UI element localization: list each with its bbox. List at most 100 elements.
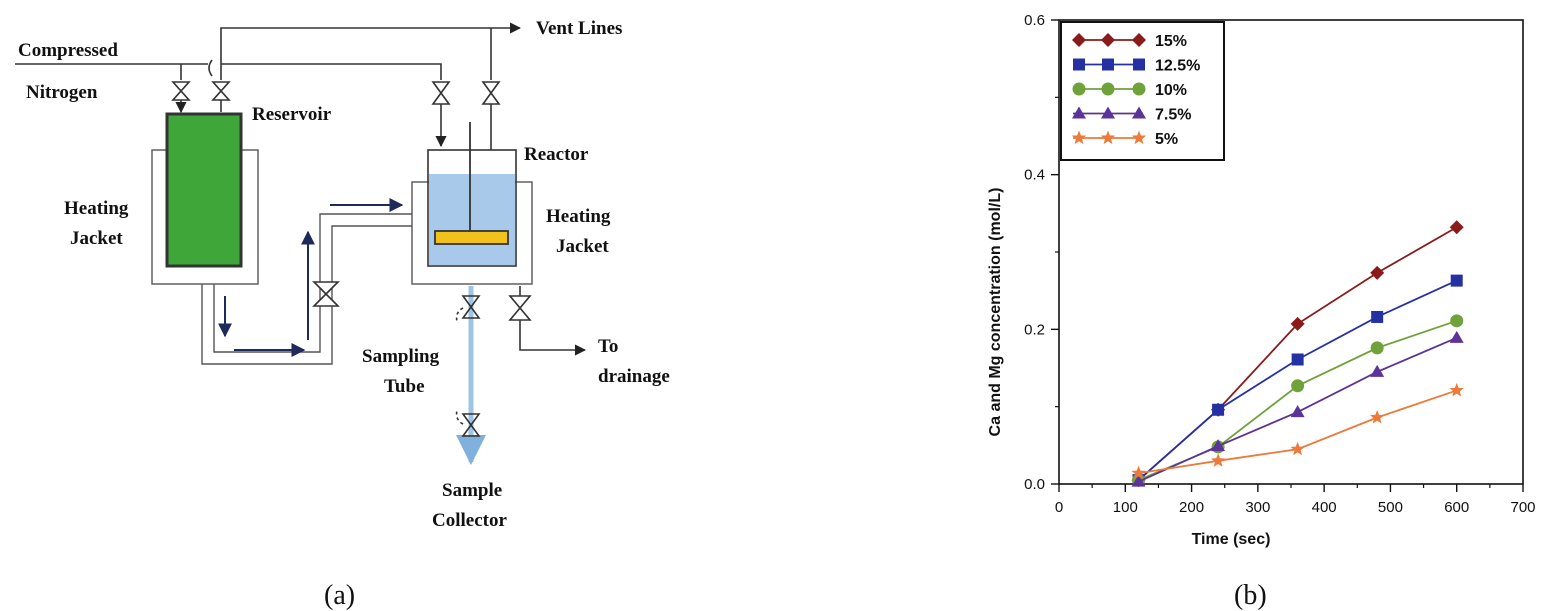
data-point: [1449, 330, 1464, 343]
data-point: [1291, 379, 1305, 393]
legend-marker: [1133, 58, 1145, 71]
data-point: [1212, 403, 1225, 416]
x-tick-label: 600: [1444, 499, 1469, 516]
label-reactor: Reactor: [524, 144, 589, 165]
caption-a: (a): [324, 580, 355, 611]
legend-entry: 10%: [1072, 82, 1187, 99]
x-tick-label: 0: [1055, 499, 1063, 516]
label-to: To: [598, 336, 618, 357]
data-point: [1370, 409, 1385, 424]
stirrer-blade: [434, 230, 509, 245]
valve-drainage: [508, 295, 532, 321]
data-point: [1290, 405, 1305, 418]
diagram-labels: Compressed Nitrogen Reservoir Heating Ja…: [18, 18, 670, 531]
label-heating-right-2: Jacket: [556, 236, 609, 257]
label-heating-left-2: Jacket: [70, 228, 123, 249]
legend-marker: [1132, 82, 1146, 96]
legend-entry: 15%: [1072, 33, 1187, 50]
vent-line-reservoir: [220, 22, 522, 64]
transfer-pipe-outer: [201, 225, 412, 365]
legend-entry: 5%: [1071, 130, 1178, 148]
y-axis-label: Ca and Mg concentration (mol/L): [987, 188, 1004, 437]
reactor-liquid: [429, 174, 515, 265]
y-tick-label: 0.6: [1024, 12, 1045, 29]
valve-nitrogen-reactor: [431, 81, 451, 105]
label-sampling: Sampling: [362, 346, 440, 367]
legend-marker: [1072, 106, 1086, 119]
x-tick-label: 700: [1510, 499, 1535, 516]
x-tick-label: 500: [1378, 499, 1403, 516]
label-vent-lines: Vent Lines: [536, 18, 622, 39]
legend-marker: [1072, 33, 1086, 47]
data-point: [1371, 310, 1384, 323]
legend-entry: 7.5%: [1072, 106, 1191, 124]
transfer-pipe-inner: [213, 213, 412, 353]
valve-transfer: [312, 281, 340, 307]
x-tick-label: 400: [1312, 499, 1337, 516]
legend-marker: [1132, 33, 1146, 47]
legend-marker: [1132, 106, 1146, 119]
data-point: [1449, 382, 1464, 397]
label-tube: Tube: [384, 376, 425, 397]
legend-marker: [1100, 130, 1116, 145]
data-point: [1370, 265, 1385, 280]
data-point: [1370, 364, 1385, 377]
legend-label: 7.5%: [1155, 107, 1191, 124]
data-point: [1450, 314, 1464, 328]
label-sample: Sample: [442, 480, 502, 501]
legend-marker: [1071, 130, 1087, 145]
data-point: [1291, 353, 1304, 366]
x-tick-label: 200: [1179, 499, 1204, 516]
label-nitrogen: Nitrogen: [26, 82, 98, 103]
legend-marker: [1073, 58, 1085, 71]
reservoir-vessel: [165, 112, 243, 268]
series-3: [1131, 330, 1464, 487]
label-heating-right-1: Heating: [546, 206, 611, 227]
label-collector: Collector: [432, 510, 507, 531]
label-heating-left-1: Heating: [64, 198, 129, 219]
line-crossover-symbol: [208, 59, 213, 77]
label-reservoir: Reservoir: [252, 104, 332, 125]
y-tick-label: 0.0: [1024, 476, 1045, 493]
legend-entry: 12.5%: [1073, 58, 1200, 75]
legend-marker: [1102, 58, 1114, 71]
data-point: [1290, 316, 1305, 331]
data-point: [1449, 220, 1464, 235]
series-2: [1132, 314, 1464, 487]
data-point: [1210, 453, 1226, 467]
valve-vent-reservoir: [211, 81, 231, 101]
y-tick-label: 0.4: [1024, 167, 1045, 184]
legend-label: 12.5%: [1155, 58, 1200, 75]
valve-sampling-upper: [461, 295, 481, 319]
data-point: [1211, 439, 1226, 452]
nitrogen-to-reactor-line: [221, 63, 442, 80]
x-tick-label: 100: [1113, 499, 1138, 516]
legend-marker: [1101, 33, 1115, 47]
caption-b: (b): [1234, 580, 1267, 611]
valve-nitrogen-reservoir: [171, 81, 191, 101]
x-tick-label: 300: [1245, 499, 1270, 516]
data-point: [1370, 341, 1384, 355]
valve-sampling-lower: [461, 413, 481, 437]
legend-marker: [1072, 82, 1086, 96]
apparatus-diagram: [15, 22, 587, 465]
label-compressed: Compressed: [18, 40, 118, 61]
drainage-line: [519, 320, 587, 356]
label-drainage: drainage: [598, 366, 670, 387]
valve-vent-reactor: [481, 81, 501, 105]
series-line: [1138, 319, 1458, 481]
legend-label: 5%: [1155, 131, 1178, 148]
legend-marker: [1101, 106, 1115, 119]
legend-label: 15%: [1155, 33, 1187, 50]
series-4: [1131, 382, 1464, 480]
data-point: [1450, 274, 1463, 287]
data-point: [1131, 474, 1146, 487]
data-point: [1290, 441, 1305, 456]
legend-marker: [1101, 82, 1115, 96]
data-point: [1131, 465, 1146, 480]
reactor-vessel: [427, 149, 517, 267]
legend-marker: [1131, 130, 1147, 145]
series-1: [1132, 274, 1463, 487]
